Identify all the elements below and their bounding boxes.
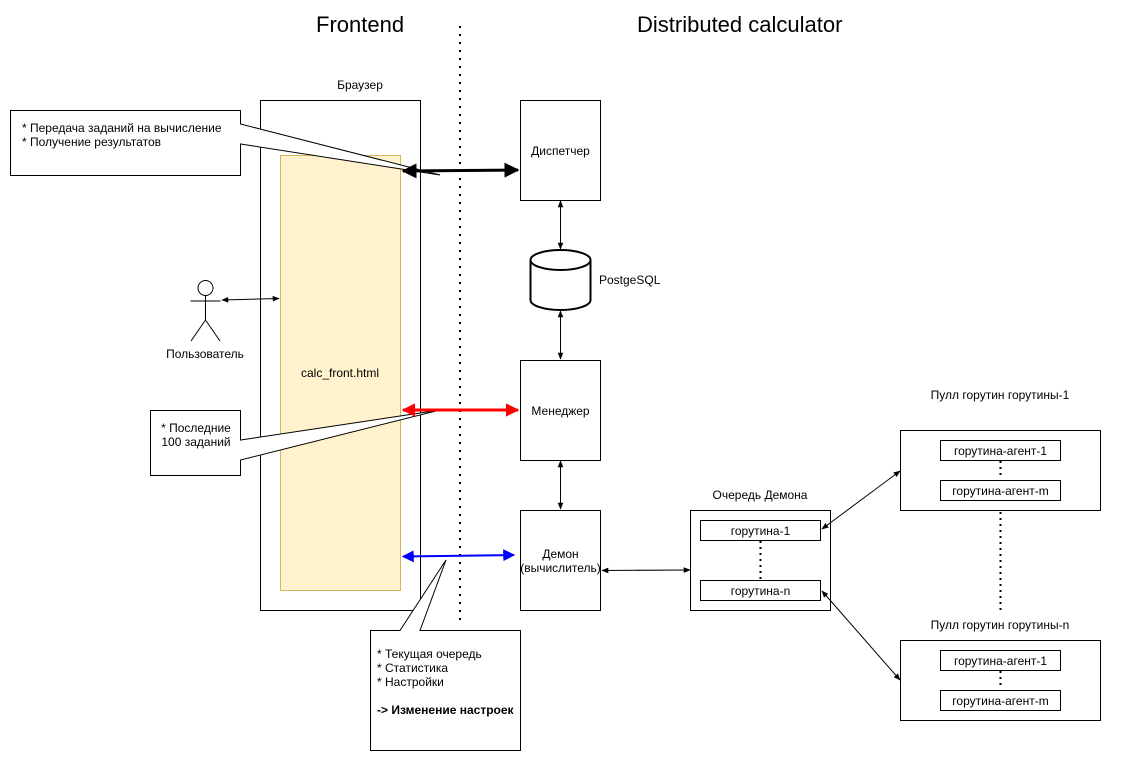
callout-bottom-line-1: * Текущая очередь — [377, 647, 482, 661]
pool-n-agent-first: горутина-агент-1 — [940, 650, 1061, 671]
pool-n-agent-first-label: горутина-агент-1 — [953, 653, 1048, 668]
database-label: PostgeSQL — [599, 273, 661, 287]
database-icon — [529, 249, 592, 311]
callout-bottom-line-2: * Статистика — [377, 661, 449, 675]
page-file-label: calc_front.html — [300, 366, 380, 380]
daemon-label-line-1: Демон — [542, 546, 579, 561]
manager-label: Менеджер — [531, 403, 590, 418]
pool-1-agent-first: горутина-агент-1 — [940, 440, 1061, 461]
dispatcher-node: Диспетчер — [520, 100, 601, 201]
browser-title: Браузер — [337, 78, 383, 92]
callout-bottom-text: * Текущая очередь* Статистика* Настройки… — [377, 647, 514, 717]
pool-n-agent-last: горутина-агент-m — [940, 690, 1061, 711]
queue-pooln-link — [821, 590, 901, 681]
dispatcher-label: Диспетчер — [531, 143, 590, 158]
calculator-heading: Distributed calculator — [637, 12, 843, 37]
callout-middle-shape — [150, 409, 441, 476]
callout-bottom-shape — [370, 559, 521, 751]
pool-n-title: Пулл горутин горутины-n — [930, 618, 1070, 632]
dispatcher-link — [401, 162, 520, 179]
queue-pool1-link — [821, 470, 901, 530]
pool-1-agent-last: горутина-агент-m — [940, 480, 1061, 501]
user-browser-link — [221, 295, 280, 303]
callout-top-line-2: * Получение результатов — [22, 135, 161, 149]
callout-bottom-line-3: * Настройки — [377, 675, 444, 689]
callout-middle-line-1: * Последние — [161, 421, 231, 435]
queue-item-first-label: горутина-1 — [730, 523, 791, 538]
daemon-link — [401, 549, 516, 563]
pool-1-agent-last-label: горутина-агент-m — [952, 483, 1049, 498]
pool-1-title: Пулл горутин горутины-1 — [930, 388, 1070, 402]
callout-top-shape — [10, 110, 441, 176]
pool-1-agent-first-label: горутина-агент-1 — [953, 443, 1048, 458]
frontend-heading: Frontend — [316, 12, 405, 37]
queue-item-last-label: горутина-n — [730, 583, 791, 598]
callout-top-text: * Передача заданий на вычисление* Получе… — [22, 121, 222, 149]
callout-bottom-action: -> Изменение настроек — [377, 703, 514, 717]
queue-item-last: горутина-n — [700, 580, 821, 601]
daemon-label-line-2: (вычислитель) — [520, 560, 601, 575]
callout-top-line-1: * Передача заданий на вычисление — [22, 121, 222, 135]
page-file — [280, 155, 401, 591]
pool-n-container — [900, 640, 1101, 721]
daemon-node: Демон(вычислитель) — [520, 510, 601, 611]
user-actor-icon — [190, 280, 221, 342]
callout-middle-line-2: 100 заданий — [161, 435, 231, 449]
queue-item-first: горутина-1 — [700, 520, 821, 541]
daemon-queue-link — [601, 567, 691, 574]
pool-1-container — [900, 430, 1101, 511]
user-label: Пользователь — [166, 347, 244, 361]
pool-n-agent-last-label: горутина-агент-m — [952, 693, 1049, 708]
daemon-queue-title: Очередь Демона — [712, 488, 808, 502]
manager-node: Менеджер — [520, 360, 601, 461]
daemon-queue-container — [690, 510, 831, 611]
